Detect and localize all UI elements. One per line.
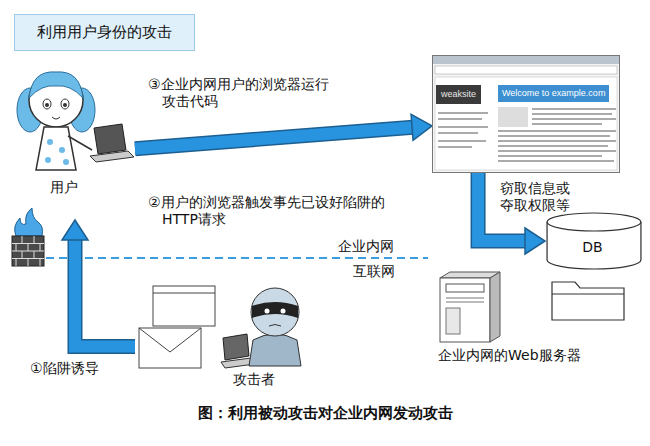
folder-flap (552, 294, 624, 295)
node-label: 攻击者 (233, 370, 275, 388)
flow-arrow (62, 220, 135, 346)
title-bar (433, 56, 619, 64)
dress-dot (47, 139, 53, 145)
eye (281, 309, 286, 314)
flow-arrow (135, 114, 432, 148)
attacker-head (251, 288, 299, 336)
document-icon (153, 286, 215, 326)
panel (446, 308, 460, 334)
eye (43, 99, 51, 109)
attacker-body (249, 334, 301, 366)
firewall-bricks (12, 236, 44, 266)
node-label: 企业内网的Web服务器 (438, 346, 581, 364)
server-front (440, 278, 490, 342)
text-lines (438, 113, 488, 147)
dress (36, 127, 76, 170)
window-frame (433, 56, 620, 173)
arrow-head (411, 114, 432, 140)
arrow-shaft (135, 127, 413, 148)
edge-label: ①陷阱诱导 (30, 360, 140, 377)
hair (29, 72, 83, 98)
attacker-figure: 攻击者 (135, 278, 313, 392)
firewall-icon (12, 208, 44, 266)
text-lines (498, 109, 616, 161)
attacker-figure-art (135, 278, 313, 392)
mouth (269, 325, 281, 327)
browser-window-art (432, 55, 620, 173)
page-image (498, 107, 528, 127)
address-bar (435, 66, 617, 74)
dress-dot (45, 157, 51, 163)
edge-label: ③企业内网用户的浏览器运行攻击代码 (148, 76, 338, 110)
browser-window: weaksite Welcome to example.com (432, 55, 620, 173)
firewall-wall (12, 236, 44, 266)
arrow-outline (75, 239, 135, 346)
laptop-screen (223, 334, 249, 360)
folder-icon (552, 282, 624, 320)
node-label: 用户 (50, 178, 78, 196)
dress-dot (63, 159, 69, 165)
mouth (52, 117, 60, 119)
pupil (63, 103, 67, 107)
envelope-icon (139, 328, 201, 368)
web-server: 企业内网的Web服务器 (430, 272, 620, 368)
firewall-flame (15, 208, 43, 236)
envelope-flap (139, 328, 201, 352)
zone-label: 互联网 (353, 263, 395, 280)
arm (68, 136, 92, 150)
cylinder-top (547, 213, 641, 231)
step-note: ②用户的浏览器触发事先已设好陷阱的HTTP请求 (148, 194, 410, 228)
eye (265, 309, 270, 314)
arrow-outline (135, 127, 413, 148)
drive-bay (446, 284, 484, 292)
edge-label: 窃取信息或夺取权限等 (500, 180, 576, 214)
page-area (435, 77, 617, 170)
arrow-shaft (75, 239, 135, 346)
folder-back (552, 282, 624, 320)
panel-lines (446, 298, 484, 302)
arrow-head (62, 220, 88, 240)
user-figure: 用户 (10, 58, 135, 220)
site-logo: weaksite (436, 85, 481, 104)
dress-dot (59, 147, 65, 153)
database-cylinder: DB (545, 212, 643, 270)
zone-label: 企业内网 (338, 238, 394, 255)
laptop-screen (94, 124, 126, 154)
document-header (153, 293, 215, 294)
arrow-head (525, 228, 545, 254)
laptop-base (90, 151, 134, 162)
title-banner: 利用用户身份的攻击 (14, 14, 195, 51)
network-boundary (46, 257, 428, 259)
attacker-mask (252, 302, 298, 318)
figure-caption: 图：利用被动攻击对企业内网发动攻击 (0, 404, 650, 423)
page-heading: Welcome to example.com (498, 85, 609, 102)
node-label: DB (545, 238, 640, 256)
pupil (45, 103, 49, 107)
server-side (490, 272, 500, 342)
user-figure-art (10, 58, 135, 220)
eye (61, 99, 69, 109)
